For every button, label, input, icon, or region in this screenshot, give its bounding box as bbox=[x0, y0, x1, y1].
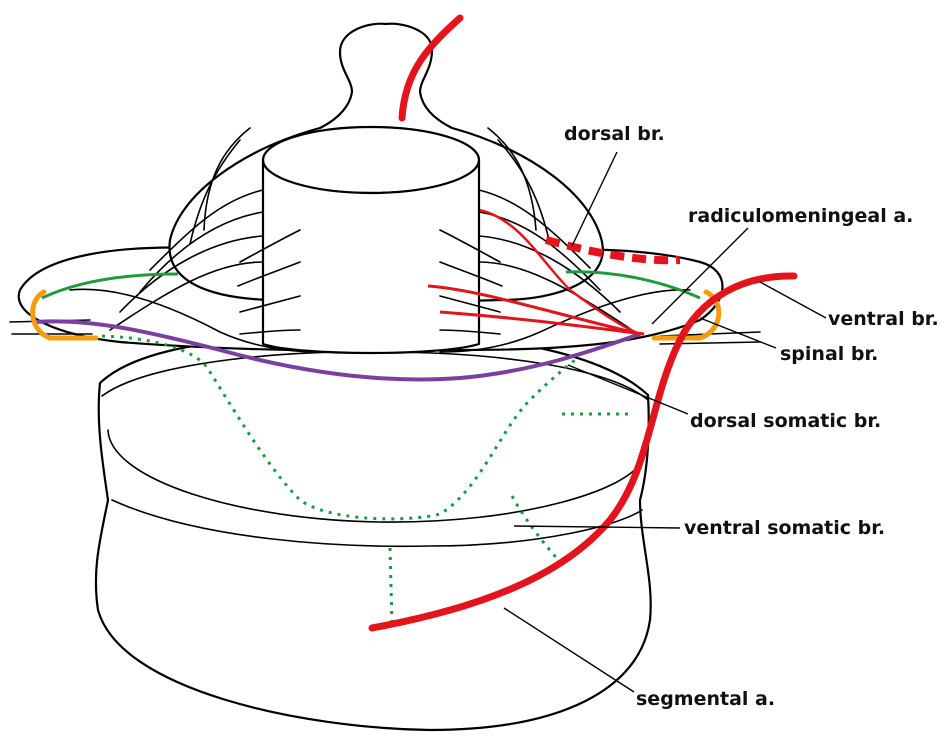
label-ventral-somatic: ventral somatic br. bbox=[684, 517, 885, 539]
label-dorsal-somatic: dorsal somatic br. bbox=[690, 410, 881, 432]
label-radiculomeningeal: radiculomeningeal a. bbox=[688, 205, 913, 227]
vertebral-body bbox=[96, 334, 651, 730]
label-dorsal-br: dorsal br. bbox=[564, 123, 665, 145]
label-segmental: segmental a. bbox=[636, 688, 775, 710]
label-ventral-br: ventral br. bbox=[828, 308, 939, 330]
ventral-somatic-dotted-2 bbox=[390, 548, 392, 624]
label-spinal-br: spinal br. bbox=[780, 343, 878, 365]
leader-ventral-br bbox=[760, 282, 826, 318]
